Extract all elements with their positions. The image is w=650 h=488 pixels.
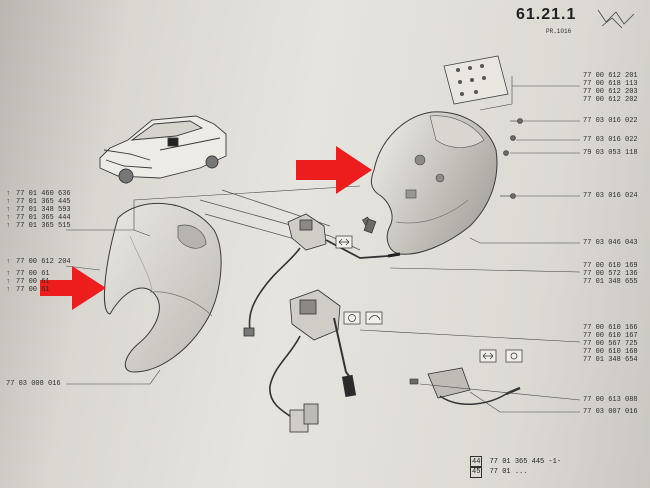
ref-number: 77 03 016 022 [583,117,638,125]
ref-number: 77 00 612 202 [583,96,638,104]
ref-number: 77 00 572 136 [583,270,638,278]
ref-number: 77 01 365 444 [16,214,71,222]
ref-number: 77 01 460 636 [16,190,71,198]
page-subreference: PR.1016 [546,28,572,35]
table-row: 45 77 01 ... [470,466,561,478]
leader-lines [65,76,581,413]
ref-number: 77 00 61 [16,286,50,294]
ref-number: 77 00 567 725 [583,340,638,348]
page-number: 61.21.1 [516,6,577,23]
ref-number: 77 03 046 043 [583,239,638,247]
row-ref: 77 01 365 445 -1- [489,458,562,466]
right-ref-screw-3: 79 03 053 118 [583,149,638,157]
red-arrow-upper [296,146,372,194]
ref-number: 77 00 612 203 [583,88,638,96]
ref-number: 77 01 348 655 [583,278,638,286]
row-ref: 77 01 ... [489,468,528,476]
right-ref-screw-1: 77 03 016 022 [583,117,638,125]
left-refs-group1: ↑77 01 460 636 ↑77 01 365 445 ↑77 01 348… [6,190,71,230]
right-ref-bottom-1: 77 00 613 088 [583,396,638,404]
upper-steering-cover [370,111,498,255]
row-code: 44 [470,456,483,468]
right-refs-top-group: 77 00 612 201 77 00 618 113 77 00 612 20… [583,72,638,104]
car-illustration [99,115,227,184]
screws-right [361,118,523,385]
ref-number: 77 01 365 445 [16,198,71,206]
small-parts-bag [443,55,509,105]
right-ref-bottom-2: 77 03 007 016 [583,408,638,416]
ref-number: 77 03 007 016 [583,408,638,416]
ref-number: 77 00 612 204 [16,258,71,266]
ref-number: 77 00 610 166 [583,324,638,332]
table-row: 44 77 01 365 445 -1- [470,456,562,468]
corner-ornament [597,9,635,29]
right-refs-stalk-group: 77 00 610 166 77 00 610 167 77 00 567 72… [583,324,638,364]
right-ref-screw-2: 77 03 016 022 [583,136,638,144]
ref-number: 77 03 016 024 [583,192,638,200]
ref-number: 77 00 610 167 [583,332,638,340]
ref-number: 77 00 61 [16,278,50,286]
ref-number: 77 01 348 654 [583,356,638,364]
ref-number: 77 00 61 [16,270,50,278]
ref-number: 77 00 610 169 [583,262,638,270]
right-ref-screw-5: 77 03 046 043 [583,239,638,247]
switch-symbol-boxes [335,235,523,363]
stalk-switch-assembly [269,289,357,433]
left-ref-lower: 77 03 008 016 [6,380,61,388]
ref-number: 77 00 612 201 [583,72,638,80]
red-arrow-lower [40,266,106,310]
ref-number: 77 00 618 113 [583,80,638,88]
ref-number: 77 03 016 022 [583,136,638,144]
light-switch-assembly [243,213,401,337]
ref-number: 79 03 053 118 [583,149,638,157]
bottom-reference-table: 44 77 01 365 445 -1- 45 77 01 ... [470,456,562,478]
page-header: 61.21.1 PR.1016 [516,6,640,40]
ref-number: 77 00 613 088 [583,396,638,404]
right-refs-switch-group: 77 00 610 169 77 00 572 136 77 01 348 65… [583,262,638,286]
row-code: 45 [470,466,483,478]
lower-steering-cover [103,202,222,373]
horn-switch-assembly [427,367,521,405]
ref-number: 77 00 610 168 [583,348,638,356]
left-refs-group2: ↑77 00 612 204 ↑77 00 61 ↑77 00 61 ↑77 0… [6,258,71,294]
ref-number: 77 01 365 515 [16,222,71,230]
ref-number: 77 03 008 016 [6,380,61,388]
right-ref-screw-4: 77 03 016 024 [583,192,638,200]
ref-number: 77 01 348 593 [16,206,71,214]
